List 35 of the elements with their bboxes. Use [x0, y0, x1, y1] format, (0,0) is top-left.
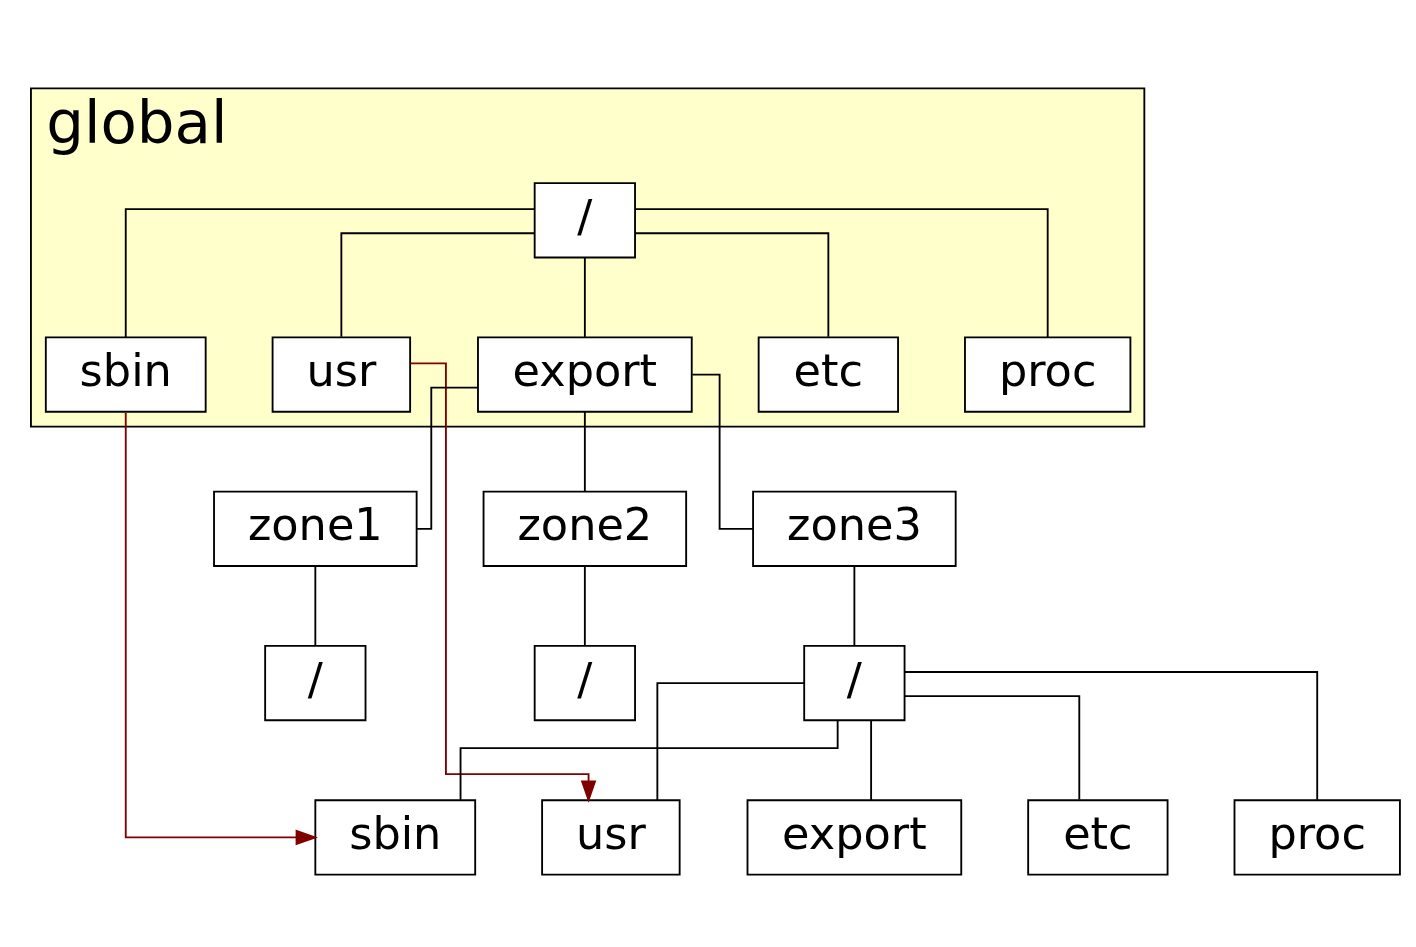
node-box: usr: [271, 335, 412, 413]
arrow: [409, 361, 597, 803]
connector: [903, 694, 1081, 800]
node-box: proc: [964, 335, 1132, 413]
connector: [634, 231, 830, 338]
node-box: etc: [757, 335, 899, 413]
node-box: /: [264, 644, 367, 721]
node-box: usr: [541, 798, 681, 875]
connector: [634, 207, 1049, 338]
connector: [853, 564, 856, 646]
node-box: sbin: [314, 798, 477, 875]
node-box: sbin: [44, 335, 207, 413]
node-box: zone3: [752, 490, 957, 567]
node-box: export: [746, 798, 963, 875]
connector: [124, 207, 535, 338]
node-box: /: [533, 644, 636, 721]
connector: [870, 719, 873, 801]
node-box: zone1: [213, 490, 418, 567]
connector: [459, 719, 839, 801]
connector: [340, 231, 536, 338]
connector: [583, 410, 586, 492]
connector: [903, 670, 1319, 801]
node-box: zone2: [482, 490, 688, 567]
node-box: proc: [1233, 798, 1401, 875]
connector: [656, 681, 806, 801]
connector: [416, 386, 479, 530]
node-box: export: [477, 335, 693, 413]
node-box: /: [803, 644, 906, 721]
node-box: /: [533, 181, 636, 258]
node-box: etc: [1027, 798, 1169, 875]
connector: [583, 564, 586, 646]
arrow: [124, 411, 318, 845]
connector: [583, 256, 586, 338]
connector: [691, 373, 754, 530]
connector: [314, 564, 317, 646]
